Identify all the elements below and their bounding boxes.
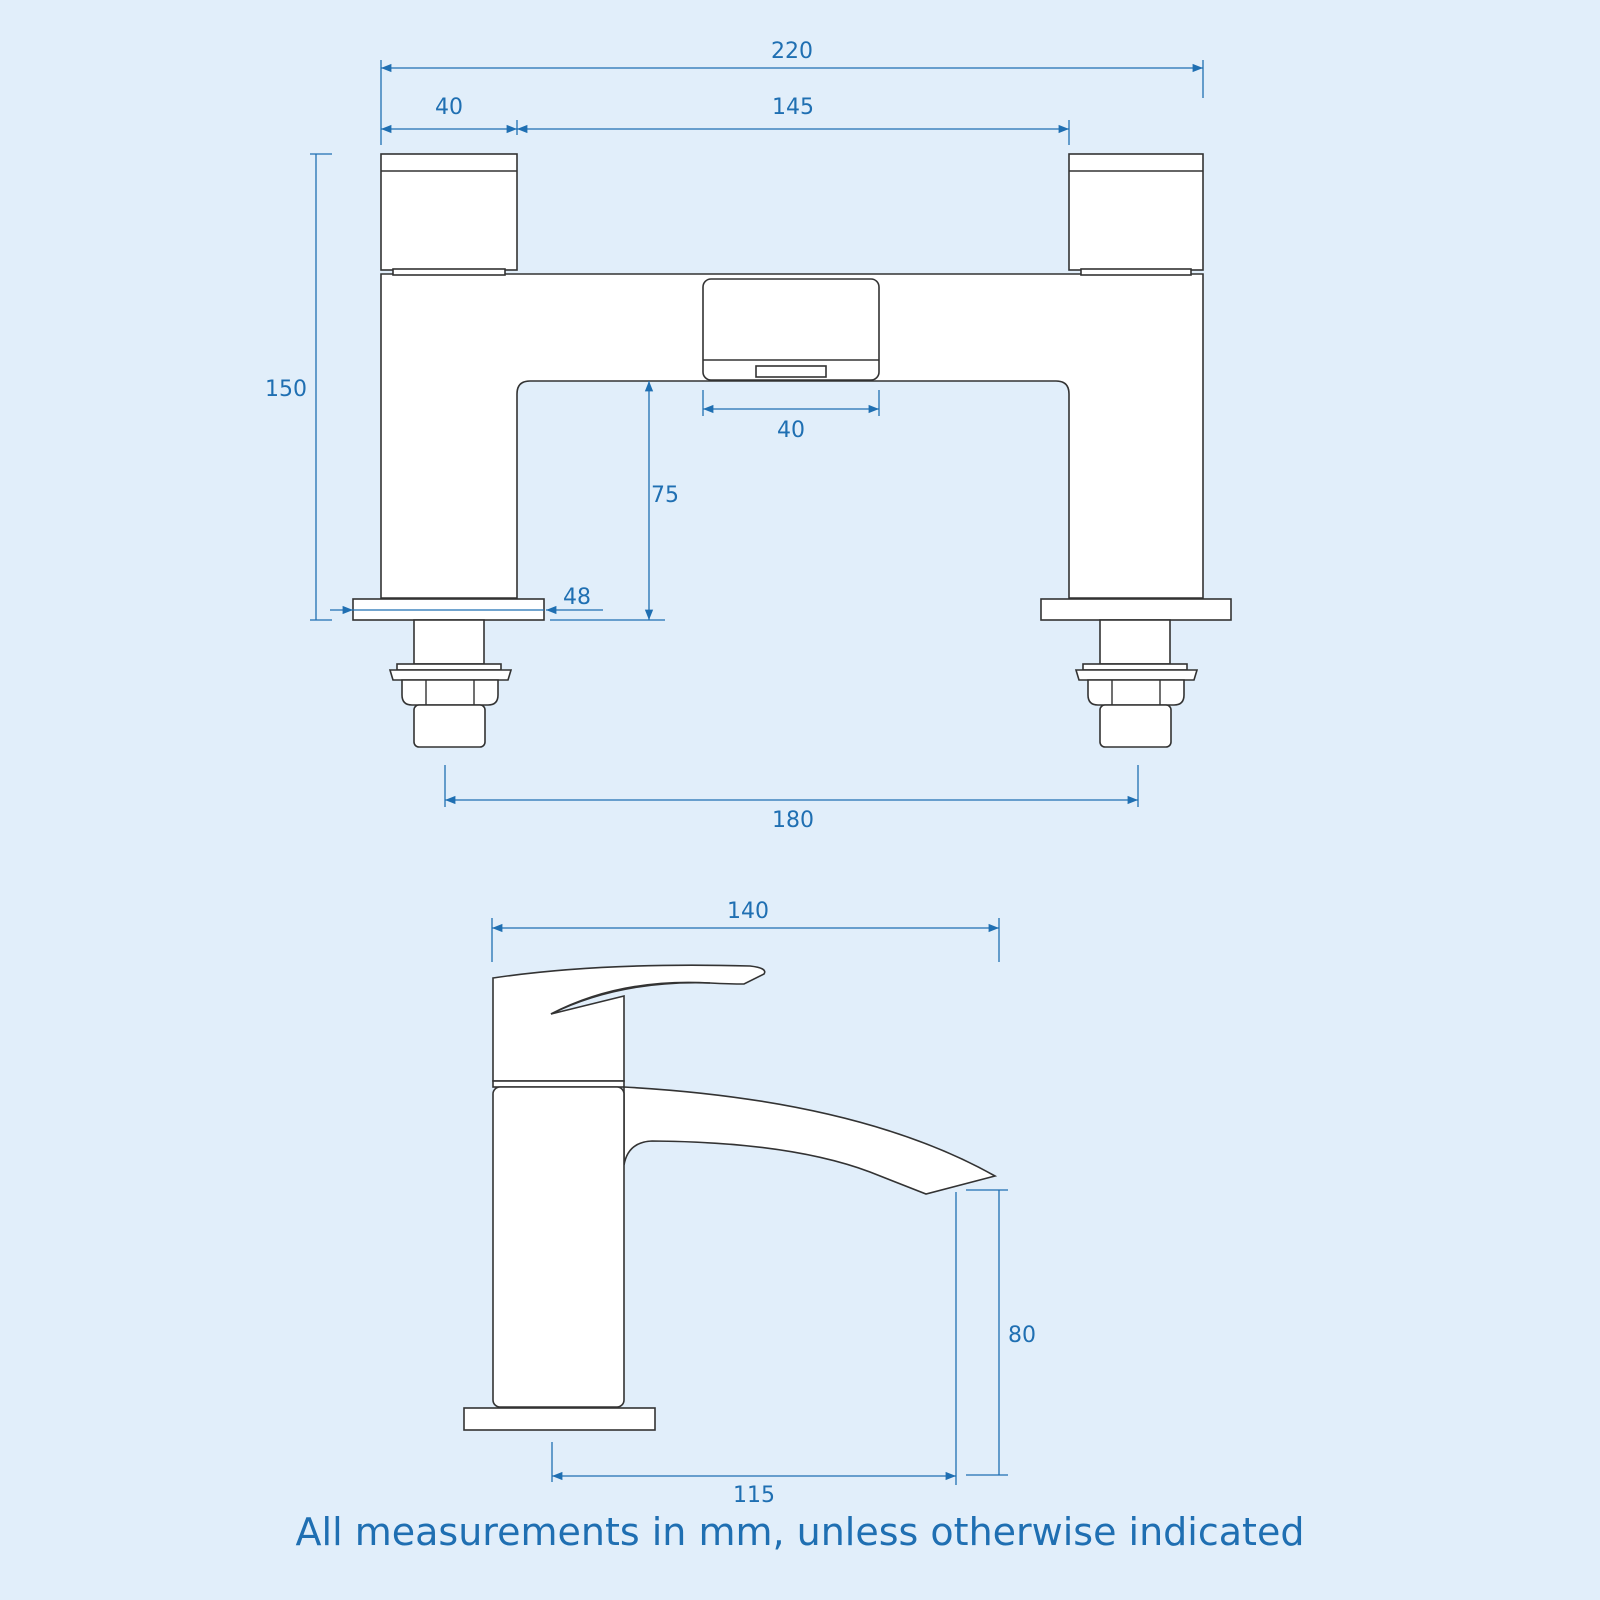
dim-reach: 140 bbox=[727, 899, 769, 924]
mixer-base bbox=[463, 1407, 656, 1431]
left-tail-fitting bbox=[388, 619, 513, 748]
measurement-note: All measurements in mm, unless otherwise… bbox=[295, 1510, 1305, 1554]
dim-spout-projection: 115 bbox=[733, 1483, 775, 1508]
left-handle bbox=[380, 153, 518, 271]
dim-spout-width: 40 bbox=[777, 418, 805, 443]
basin-mixer-side-view bbox=[463, 964, 998, 1431]
dim-handle-width: 40 bbox=[435, 95, 463, 120]
dim-handle-gap: 145 bbox=[772, 95, 814, 120]
dim-base-plate: 48 bbox=[563, 585, 591, 610]
spout-outlet bbox=[702, 278, 880, 381]
dim-spout-clearance: 75 bbox=[651, 483, 679, 508]
bath-filler-front-view bbox=[352, 153, 1232, 748]
mixer-body bbox=[492, 1086, 625, 1408]
dim-spout-height: 80 bbox=[1008, 1323, 1036, 1348]
filler-body bbox=[380, 273, 1204, 599]
dim-overall-width: 220 bbox=[771, 39, 813, 64]
right-base-plate bbox=[1040, 598, 1232, 621]
dim-height: 150 bbox=[265, 377, 307, 402]
bath-filler-dimensions: 220 40 145 150 40 75 48 180 bbox=[265, 39, 1204, 833]
mixer-lever bbox=[492, 964, 766, 1082]
right-tail-fitting bbox=[1074, 619, 1199, 748]
mixer-spout bbox=[623, 1086, 998, 1195]
basin-mixer-dimensions: 140 80 115 bbox=[491, 899, 1036, 1508]
dim-tap-centres: 180 bbox=[772, 808, 814, 833]
